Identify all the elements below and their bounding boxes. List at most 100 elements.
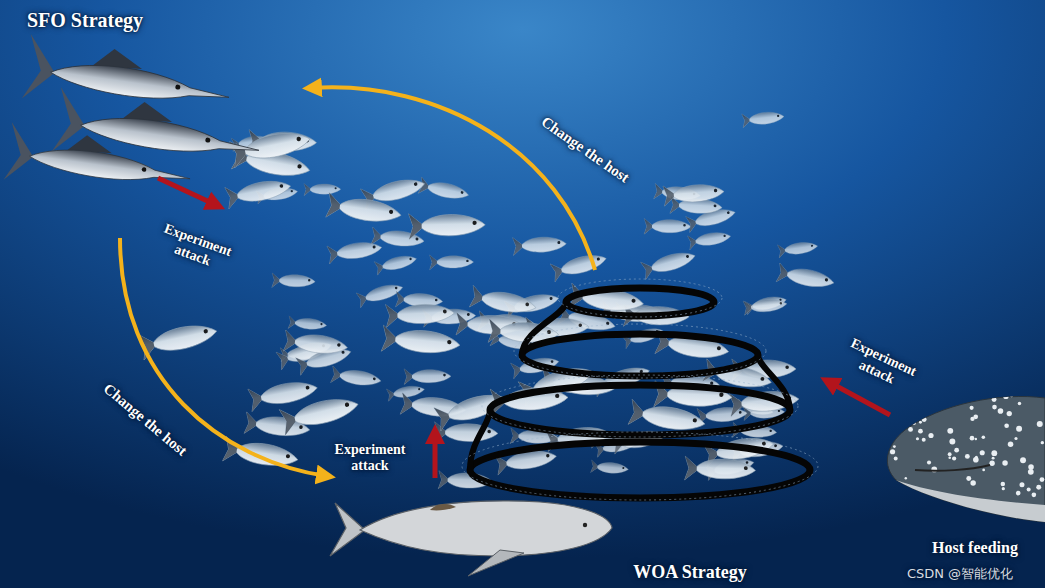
shark-spot <box>922 417 927 422</box>
shark-spot <box>1001 482 1005 486</box>
shark-spot <box>905 477 907 479</box>
strategy-title: SFO Strategy <box>27 9 143 32</box>
trevally-fish <box>742 109 785 127</box>
shark-spot <box>889 404 893 408</box>
shark-spot <box>970 480 975 485</box>
shark-spot <box>952 456 956 460</box>
trevally-fish <box>778 240 819 258</box>
shark-spot <box>992 457 995 460</box>
shark-spot <box>970 406 974 410</box>
shark-spot <box>975 438 977 440</box>
trevally-fish <box>688 229 732 250</box>
trevally-fish <box>404 369 451 385</box>
trevally-fish <box>697 405 748 425</box>
watermark: CSDN @智能优化 <box>907 567 1013 582</box>
whale-shark <box>884 394 1045 522</box>
shark-spot <box>992 405 997 410</box>
trevally-fish <box>469 285 537 318</box>
shark-spot <box>954 448 959 453</box>
strategy-title: WOA Strategy <box>633 562 746 583</box>
shark-spot <box>1041 441 1044 444</box>
marlin <box>4 122 195 206</box>
marlin-group <box>4 34 264 205</box>
shark-spot <box>1003 394 1008 399</box>
shark-spot <box>927 461 931 465</box>
shark-spot <box>949 438 955 444</box>
shark-spot <box>928 433 933 438</box>
shark-spot <box>1016 491 1021 496</box>
shark-spot <box>900 411 903 414</box>
humpback-whale <box>330 501 612 576</box>
spiral-link <box>470 302 790 470</box>
shark-spot <box>948 457 951 460</box>
attack-arrow <box>433 434 438 478</box>
shark-spot <box>970 436 975 441</box>
shark-spot <box>1016 426 1022 432</box>
shark-spot <box>1018 402 1022 406</box>
marlin <box>22 34 234 127</box>
shark-spot <box>919 421 922 424</box>
attack-arrows <box>158 178 890 478</box>
trevally-fish <box>685 456 756 482</box>
spiral-ring <box>566 288 714 316</box>
trevally-fish <box>288 316 327 332</box>
bubble-net <box>462 279 818 500</box>
shark-spot <box>916 437 919 440</box>
shark-spot <box>918 429 923 434</box>
trevally-fish <box>663 182 725 207</box>
trevally-fish <box>386 302 455 328</box>
trevally-fish <box>591 460 629 476</box>
shark-spot <box>998 408 1004 414</box>
spiral-ring <box>490 385 790 435</box>
trevally-fish <box>644 219 691 235</box>
attack-label: Experiment attack <box>323 442 418 474</box>
shark-spot <box>1004 423 1009 428</box>
attack-label: Experiment attack <box>145 217 245 280</box>
shark-spot <box>912 421 916 425</box>
shark-spot <box>930 400 934 404</box>
shark-spot <box>1028 469 1034 475</box>
spiral-ring <box>470 442 810 498</box>
trevally-fish <box>374 252 418 275</box>
trevally-fish <box>327 239 383 264</box>
shark-spot <box>1002 487 1005 490</box>
shark-spot <box>890 449 895 454</box>
trevally-fish <box>381 325 461 358</box>
fish-shoal <box>139 109 836 490</box>
attack-arrow <box>829 382 890 415</box>
shark-spot <box>1040 477 1045 482</box>
shark-spot <box>1020 457 1026 463</box>
shark-spot <box>1010 395 1013 398</box>
trevally-fish <box>279 392 361 435</box>
spiral-ring <box>522 334 758 376</box>
shark-spot <box>1028 464 1034 470</box>
trevally-fish <box>409 212 486 239</box>
shark-spot <box>1002 460 1008 466</box>
shark-spot <box>991 450 997 456</box>
trevally-fish <box>225 176 293 209</box>
shark-spot <box>1032 493 1037 498</box>
shark-spot <box>900 417 905 422</box>
shark-spot <box>973 457 979 463</box>
trevally-fish <box>304 183 341 196</box>
trevally-fish <box>139 319 220 360</box>
shark-spot <box>928 395 933 400</box>
trevally-fish <box>743 297 787 316</box>
shark-spot <box>908 427 913 432</box>
change-host-arrow <box>312 87 595 270</box>
trevally-fish <box>326 193 403 228</box>
shark-spot <box>1008 441 1014 447</box>
shark-spot <box>922 438 926 442</box>
shark-spot <box>895 412 898 415</box>
shark-spot <box>1014 437 1017 440</box>
shark-spot <box>973 414 978 419</box>
shark-spot <box>966 476 971 481</box>
shark-spot <box>1019 482 1024 487</box>
host-change-label: Change the host <box>538 113 633 186</box>
shark-spot <box>965 454 970 459</box>
trevally-fish <box>418 177 470 203</box>
change-host-arrow <box>120 238 326 476</box>
trevally-fish <box>550 250 608 282</box>
trevally-fish <box>513 235 567 256</box>
shark-spot <box>1037 421 1043 427</box>
